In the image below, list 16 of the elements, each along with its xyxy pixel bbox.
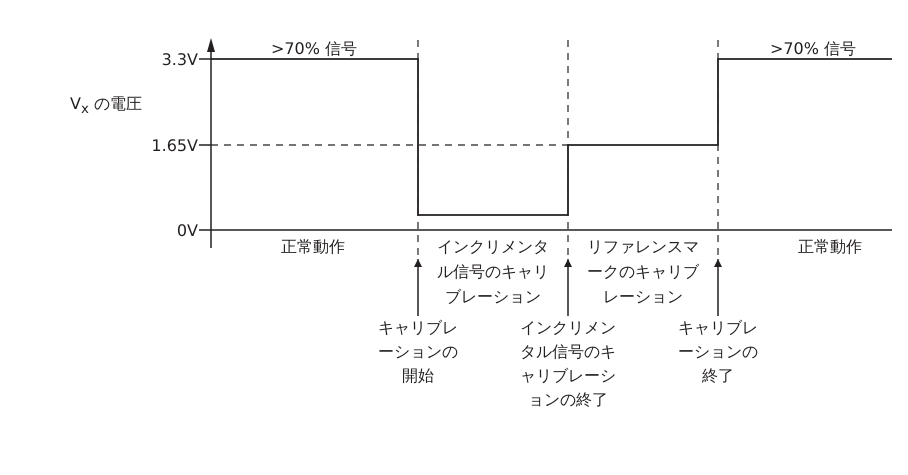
- phase-label: リファレンスマークのキャリブレーション: [586, 236, 700, 308]
- phase-label: インクリメンタル信号のキャリブレーション: [436, 236, 550, 308]
- tick-label: 0V: [176, 220, 198, 242]
- signal-label: >70% 信号: [770, 38, 856, 60]
- arrow: [714, 259, 722, 316]
- event-label: キャリブレーションの開始: [376, 316, 460, 388]
- event-label: インクリメンタル信号のキャリブレーションの終了: [518, 316, 618, 412]
- phase-label: 正常動作: [798, 236, 862, 258]
- tick-label: 1.65V: [151, 135, 198, 157]
- arrow: [414, 259, 422, 316]
- tick-label: 3.3V: [162, 49, 198, 71]
- axis-title: V$_{x}$ の電圧: [70, 93, 142, 120]
- phase-label: 正常動作: [281, 236, 345, 258]
- event-label: キャリブレーションの終了: [676, 316, 760, 388]
- arrow: [564, 259, 572, 316]
- signal-label: >70% 信号: [270, 38, 358, 60]
